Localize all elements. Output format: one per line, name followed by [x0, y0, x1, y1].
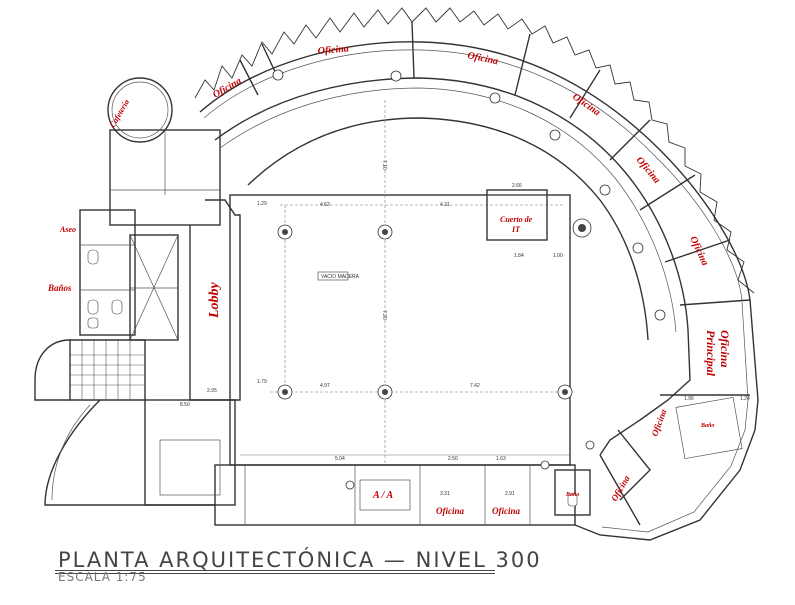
central-hall: VACIO MADERA	[229, 100, 571, 466]
plan-title: PLANTA ARQUITECTÓNICA — NIVEL 300	[58, 548, 542, 572]
it-room	[486, 189, 592, 241]
office-partitions	[239, 21, 751, 306]
lower-rooms	[144, 399, 591, 526]
plan-scale: ESCALA 1:75	[58, 570, 147, 584]
stair-balcony	[34, 339, 215, 506]
title-underline-thin	[55, 573, 495, 574]
columns	[272, 69, 666, 490]
inner-corridor-arc	[214, 77, 689, 341]
sawtooth-facade	[194, 7, 755, 301]
right-lower-block	[574, 299, 759, 541]
title-underline	[55, 570, 495, 571]
cafeteria-room	[107, 77, 173, 143]
service-core	[79, 129, 241, 401]
svg-text:VACIO MADERA: VACIO MADERA	[321, 274, 360, 280]
